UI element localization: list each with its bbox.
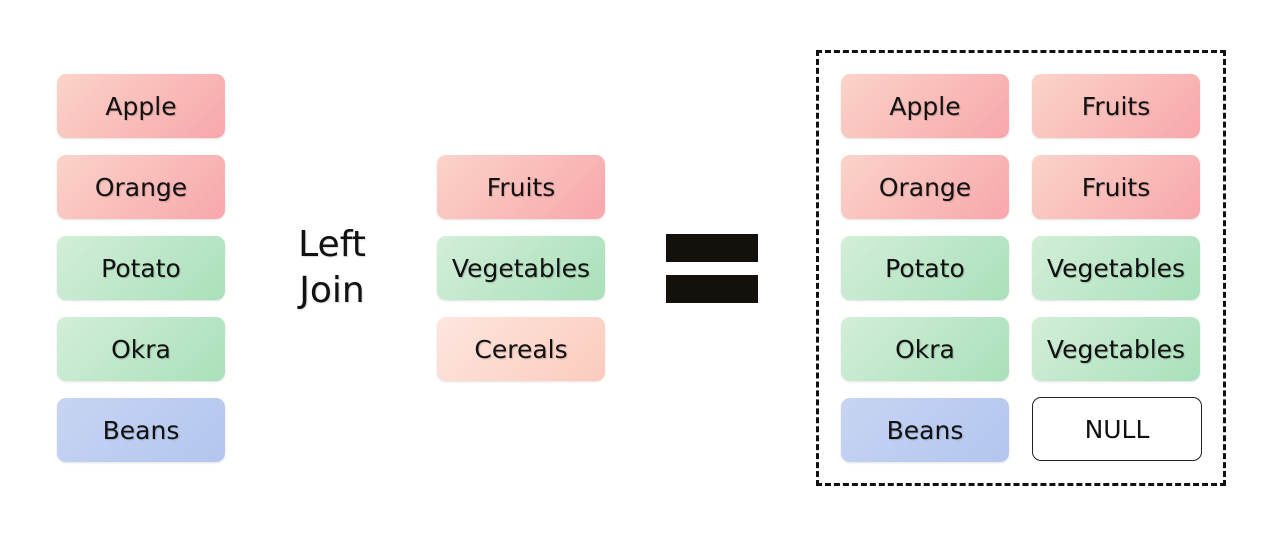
result-row-1-right: Fruits <box>1032 74 1200 138</box>
right-table-item-cereals: Cereals <box>437 317 605 381</box>
result-row-4-left: Okra <box>841 317 1009 381</box>
left-table-item-beans: Beans <box>57 398 225 462</box>
result-row-2-right: Fruits <box>1032 155 1200 219</box>
left-join-line1: Left <box>298 224 366 265</box>
left-table-item-orange: Orange <box>57 155 225 219</box>
left-join-line2: Join <box>299 270 365 311</box>
equals-bar-top <box>666 234 758 262</box>
result-row-5-left: Beans <box>841 398 1009 462</box>
result-row-1-left: Apple <box>841 74 1009 138</box>
result-row-5-right-null: NULL <box>1032 397 1202 461</box>
equals-bar-bottom <box>666 275 758 303</box>
left-table-item-apple: Apple <box>57 74 225 138</box>
right-table-item-vegetables: Vegetables <box>437 236 605 300</box>
result-row-3-left: Potato <box>841 236 1009 300</box>
right-table-item-fruits: Fruits <box>437 155 605 219</box>
result-row-2-left: Orange <box>841 155 1009 219</box>
result-row-3-right: Vegetables <box>1032 236 1200 300</box>
left-join-label: Left Join <box>272 222 392 314</box>
result-table-frame <box>816 50 1226 486</box>
left-table-item-okra: Okra <box>57 317 225 381</box>
result-row-4-right: Vegetables <box>1032 317 1200 381</box>
left-table-item-potato: Potato <box>57 236 225 300</box>
